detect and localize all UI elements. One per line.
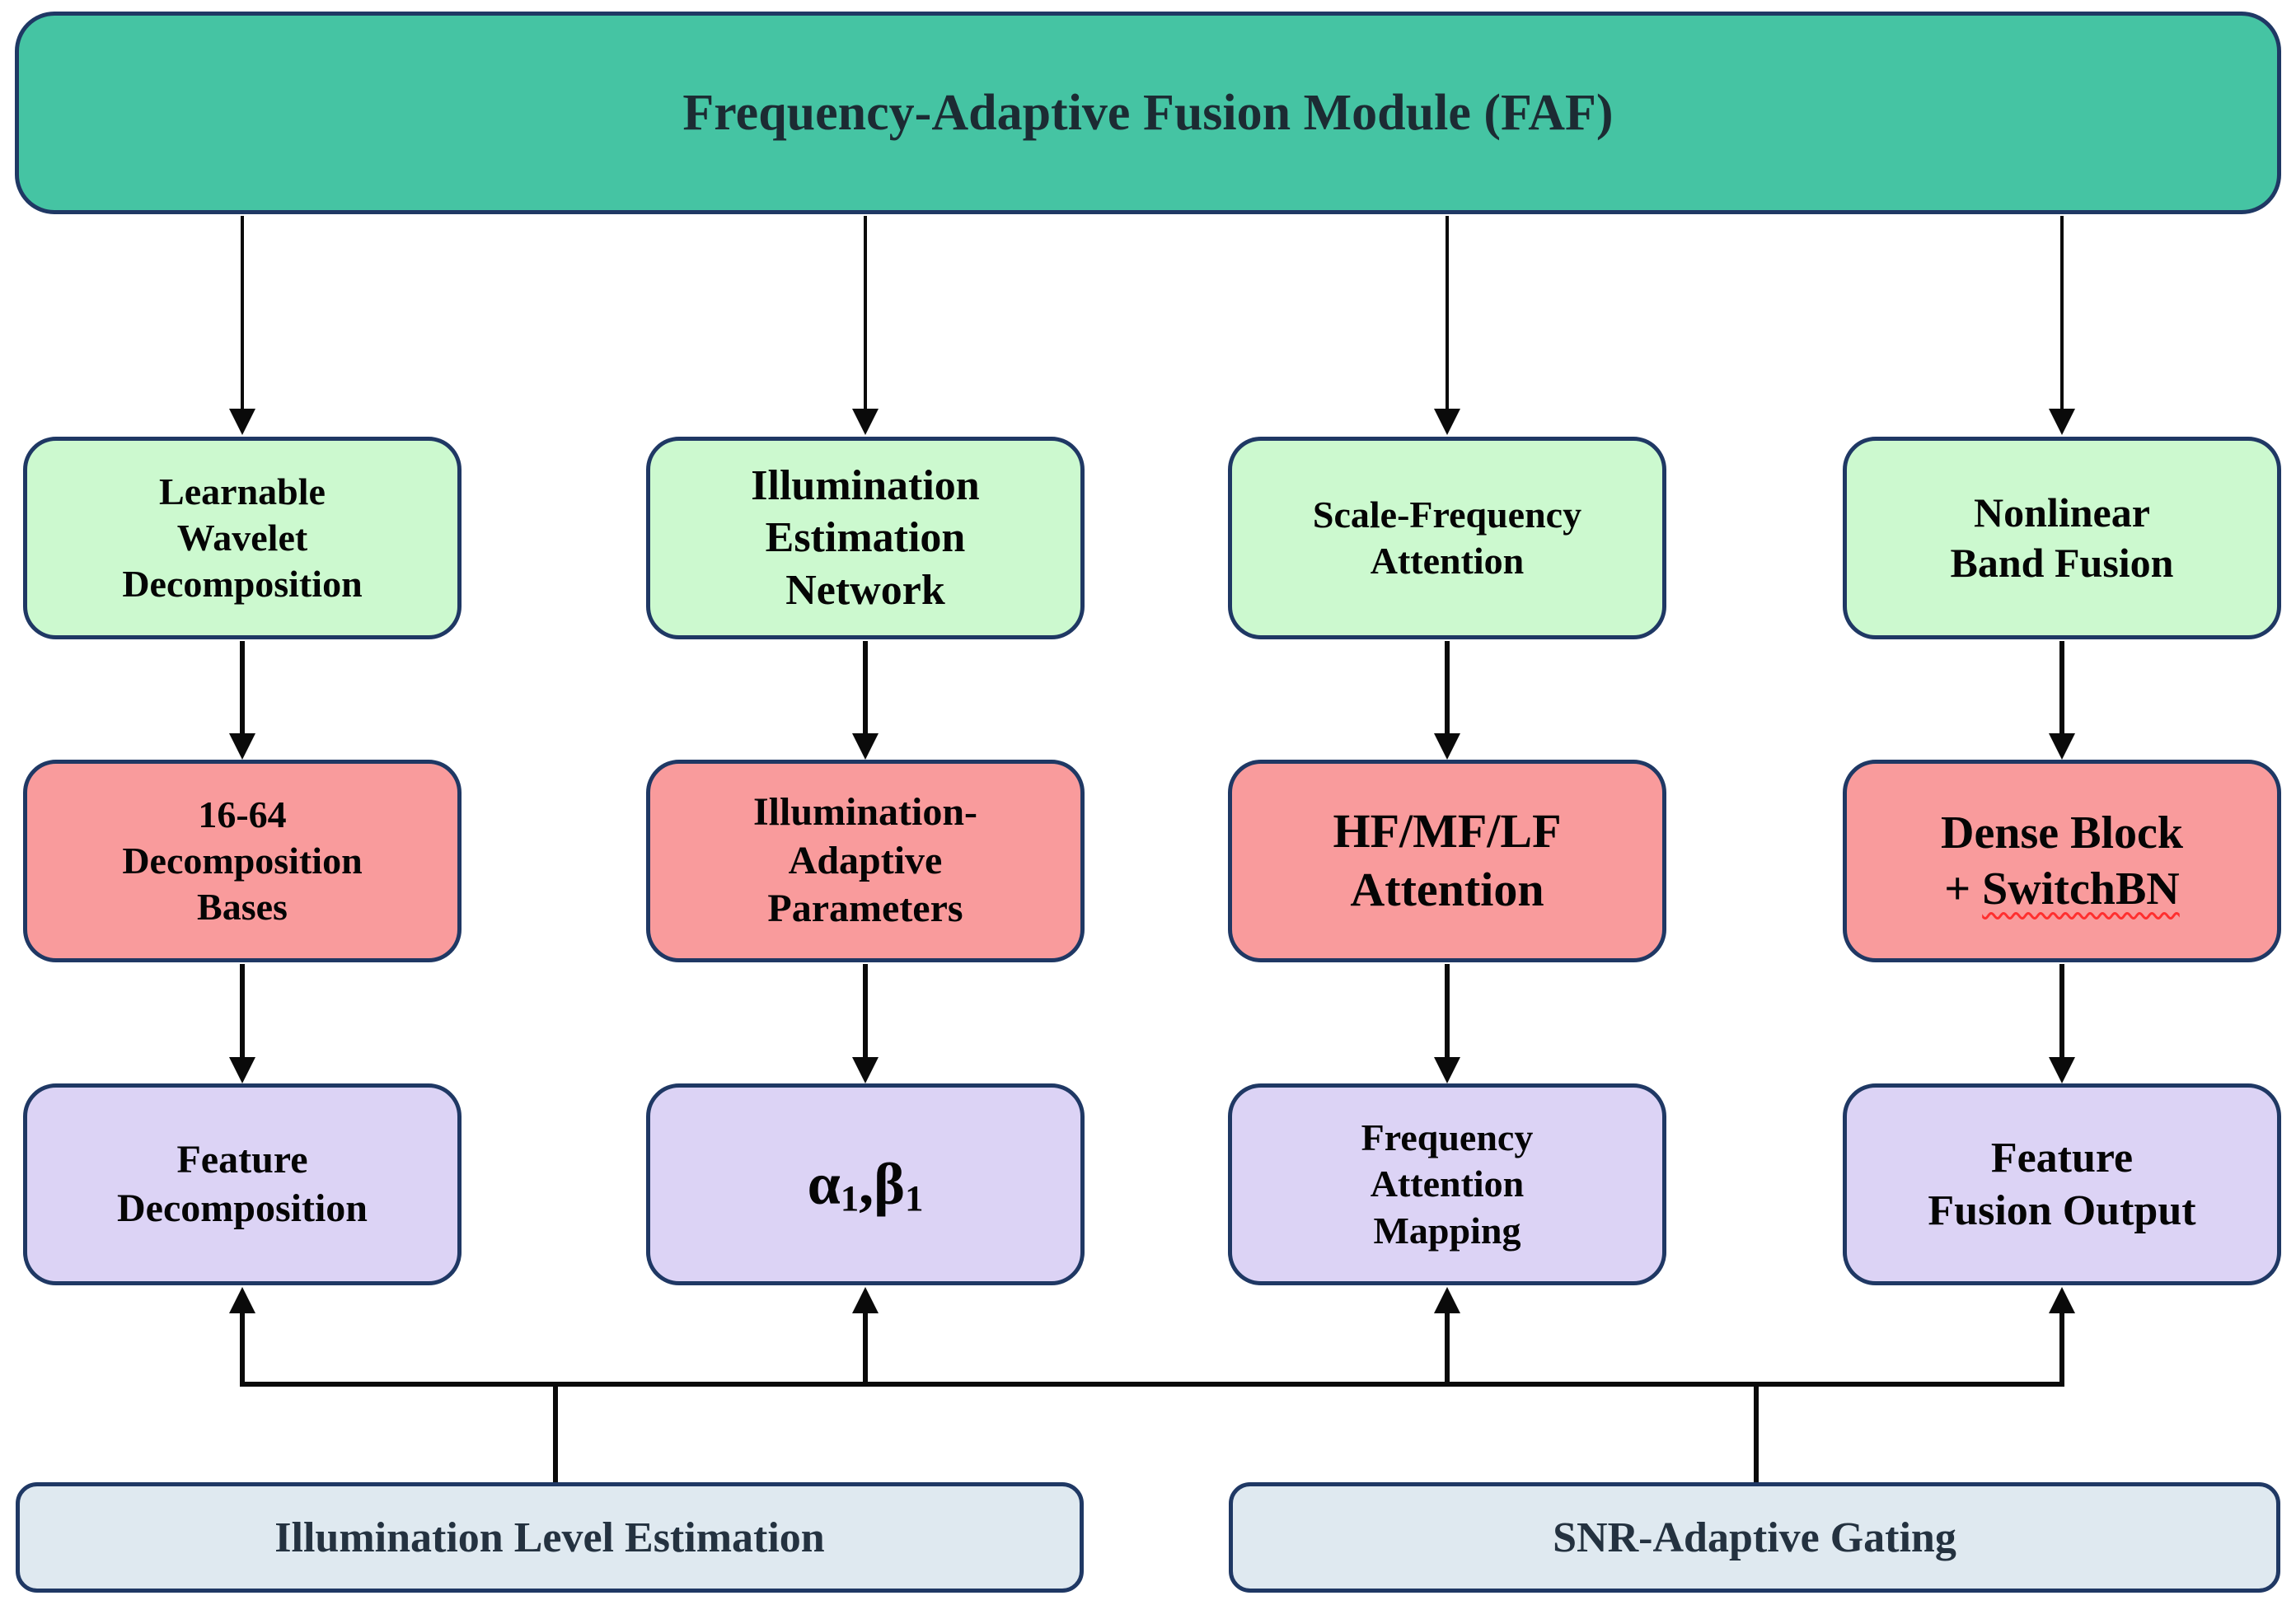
label-line: Illumination <box>751 461 980 509</box>
box-label: Illumination- Adaptive Parameters <box>753 788 977 934</box>
label-line: HF/MF/LF <box>1333 804 1562 859</box>
box-label: Feature Decomposition <box>117 1136 368 1233</box>
box-illumination-estimation-network: Illumination Estimation Network <box>646 437 1085 639</box>
label-line: Decomposition <box>122 563 363 606</box>
arrowhead-up-icon <box>229 1287 255 1313</box>
bus-line <box>240 1382 2064 1387</box>
arrowhead-down-icon <box>2049 733 2075 760</box>
arrow-shaft <box>863 641 868 733</box>
diagram-title: Frequency-Adaptive Fusion Module (FAF) <box>682 84 1614 141</box>
label-line: Nonlinear <box>1974 489 2150 536</box>
arrow-shaft <box>1445 964 1450 1057</box>
arrowhead-down-icon <box>852 733 879 760</box>
arrow-shaft <box>1445 1313 1450 1387</box>
box-label: SNR-Adaptive Gating <box>1553 1514 1956 1561</box>
connector-line <box>1754 1384 1759 1482</box>
arrowhead-down-icon <box>1434 1057 1460 1083</box>
label-line: Dense Block <box>1941 807 2183 859</box>
arrowhead-up-icon <box>2049 1287 2075 1313</box>
arrowhead-down-icon <box>1434 733 1460 760</box>
box-snr-adaptive-gating: SNR-Adaptive Gating <box>1229 1482 2280 1593</box>
label-line: Parameters <box>767 887 963 931</box>
arrow-shaft <box>1446 216 1449 410</box>
arrowhead-down-icon <box>229 1057 255 1083</box>
box-16-64-decomposition-bases: 16-64 Decomposition Bases <box>23 760 462 962</box>
box-illumination-level-estimation: Illumination Level Estimation <box>16 1482 1084 1593</box>
box-label: Nonlinear Band Fusion <box>1951 488 2174 588</box>
arrow-shaft <box>2059 641 2064 733</box>
box-learnable-wavelet-decomposition: Learnable Wavelet Decomposition <box>23 437 462 639</box>
alpha-symbol: α <box>807 1150 841 1217</box>
box-label: Learnable Wavelet Decomposition <box>122 469 362 607</box>
label-line: Decomposition <box>122 839 363 882</box>
arrow-shaft <box>863 1313 868 1387</box>
arrowhead-down-icon <box>852 409 879 435</box>
box-feature-decomposition: Feature Decomposition <box>23 1083 462 1285</box>
arrowhead-down-icon <box>229 733 255 760</box>
arrow-shaft <box>240 1313 245 1387</box>
box-label: Feature Fusion Output <box>1928 1132 2195 1237</box>
arrow-shaft <box>2059 1313 2064 1387</box>
box-label: HF/MF/LF Attention <box>1333 802 1561 919</box>
label-line: Attention <box>1370 1163 1525 1205</box>
label-line: Adaptive <box>788 838 943 882</box>
alpha-subscript: 1 <box>840 1177 860 1219</box>
box-feature-fusion-output: Feature Fusion Output <box>1843 1083 2281 1285</box>
beta-symbol: β <box>874 1150 906 1217</box>
comma-separator: , <box>859 1150 874 1217</box>
box-scale-frequency-attention: Scale-Frequency Attention <box>1228 437 1666 639</box>
arrowhead-up-icon <box>1434 1287 1460 1313</box>
arrow-shaft <box>2060 216 2064 410</box>
label-line: Band Fusion <box>1950 540 2174 586</box>
box-illumination-adaptive-parameters: Illumination- Adaptive Parameters <box>646 760 1085 962</box>
label-spellcheck-underlined: SwitchBN <box>1982 863 2180 915</box>
label-line: Bases <box>197 886 288 929</box>
box-label: Illumination Estimation Network <box>751 460 979 616</box>
arrow-shaft <box>241 216 244 410</box>
arrow-shaft <box>1445 641 1450 733</box>
arrowhead-down-icon <box>2049 409 2075 435</box>
label-line: Scale-Frequency <box>1312 493 1582 536</box>
arrow-shaft <box>863 964 868 1057</box>
box-hf-mf-lf-attention: HF/MF/LF Attention <box>1228 760 1666 962</box>
arrow-shaft <box>2059 964 2064 1057</box>
label-line: Frequency <box>1361 1116 1534 1159</box>
arrowhead-down-icon <box>852 1057 879 1083</box>
label-line: Feature <box>176 1137 308 1182</box>
label-line: Wavelet <box>176 516 308 559</box>
label-line: Illumination- <box>752 790 978 835</box>
label-line: Attention <box>1350 863 1544 916</box>
label-line: + SwitchBN <box>1941 861 2183 917</box>
box-label: Frequency Attention Mapping <box>1361 1115 1534 1253</box>
box-label: α1,β1 <box>808 1149 924 1221</box>
label-line: Decomposition <box>117 1186 368 1230</box>
box-alpha-beta-parameters: α1,β1 <box>646 1083 1085 1285</box>
arrowhead-down-icon <box>2049 1057 2075 1083</box>
box-label: Scale-Frequency Attention <box>1313 492 1581 584</box>
arrowhead-up-icon <box>852 1287 879 1313</box>
arrow-shaft <box>240 641 245 733</box>
label-line: Network <box>785 566 945 614</box>
faf-header-box: Frequency-Adaptive Fusion Module (FAF) <box>15 12 2281 214</box>
box-dense-block-switchbn: Dense Block + SwitchBN <box>1843 760 2281 962</box>
arrow-shaft <box>864 216 867 410</box>
label-line: Mapping <box>1373 1209 1521 1252</box>
box-nonlinear-band-fusion: Nonlinear Band Fusion <box>1843 437 2281 639</box>
label-line: 16-64 <box>198 793 287 835</box>
label-line: Fusion Output <box>1928 1186 2196 1234</box>
label-line: Estimation <box>765 514 966 562</box>
arrowhead-down-icon <box>229 409 255 435</box>
box-label: Illumination Level Estimation <box>274 1514 825 1561</box>
label-line: Feature <box>1990 1135 2134 1182</box>
label-line: Attention <box>1370 540 1525 582</box>
arrow-shaft <box>240 964 245 1057</box>
label-line: Learnable <box>159 470 326 512</box>
box-frequency-attention-mapping: Frequency Attention Mapping <box>1228 1083 1666 1285</box>
box-label: Dense Block + SwitchBN <box>1941 805 2183 918</box>
arrowhead-down-icon <box>1434 409 1460 435</box>
box-label: 16-64 Decomposition Bases <box>122 792 362 930</box>
beta-subscript: 1 <box>905 1177 924 1219</box>
label-prefix: + <box>1944 863 1983 915</box>
connector-line <box>553 1384 558 1482</box>
